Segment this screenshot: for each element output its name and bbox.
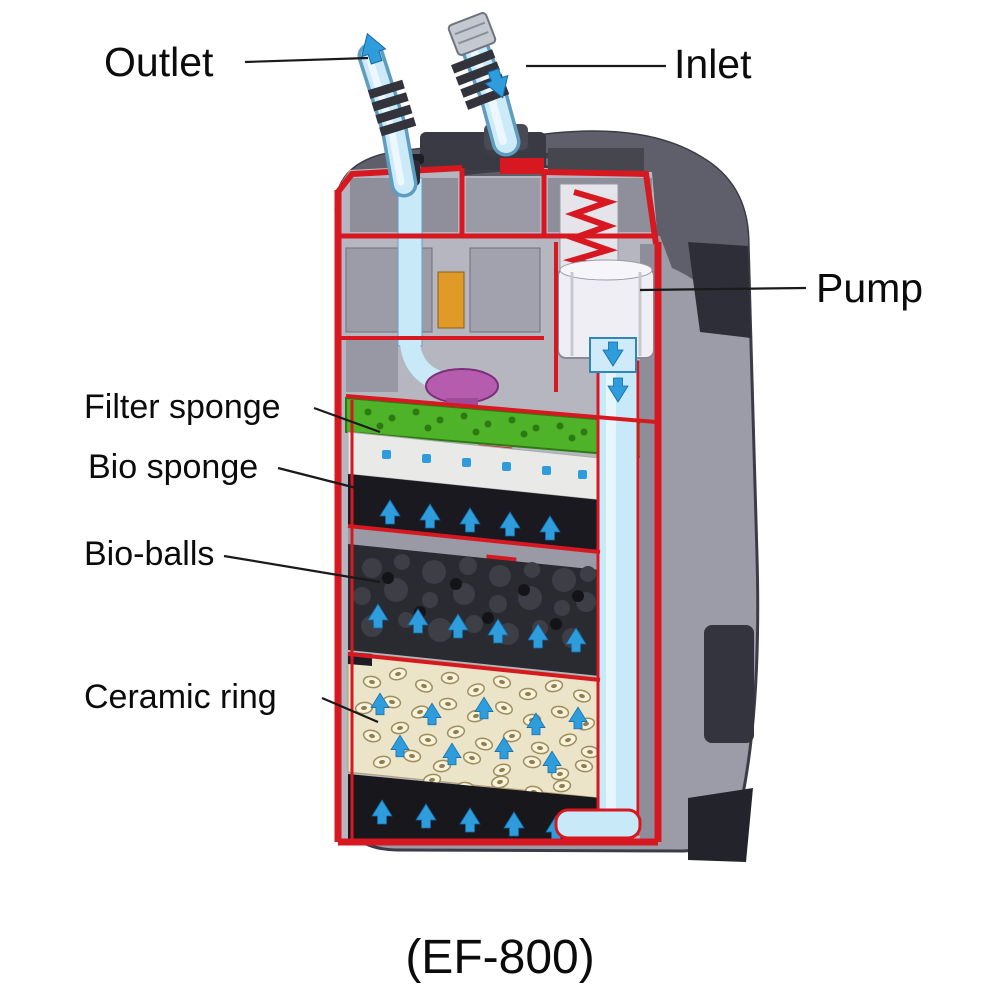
label-pump: Pump (816, 265, 924, 311)
inlet-fitting (447, 12, 532, 158)
right-mid-clamp (704, 625, 754, 743)
bio-balls-shadow (382, 572, 584, 630)
leader-bio-sponge (277, 466, 373, 494)
leader-lines (223, 56, 807, 724)
bio-balls-layer (348, 526, 600, 676)
bottom-foot (688, 788, 753, 862)
inner-right-wall (640, 244, 658, 842)
flow-marks (382, 450, 587, 479)
label-bio-sponge: Bio sponge (88, 448, 259, 486)
model-caption: (EF-800) (405, 931, 595, 984)
top-red-clip (500, 158, 544, 174)
leader-ceramic-ring (321, 696, 379, 724)
label-inlet: Inlet (674, 41, 752, 87)
bottom-channel (348, 774, 600, 842)
machinery-block-center (469, 247, 541, 333)
intake-down-tube (554, 360, 642, 840)
outlet-hose-ribs (367, 79, 417, 137)
leader-bio-balls (223, 554, 381, 584)
pump-assembly (557, 183, 655, 373)
label-filter-sponge: Filter sponge (84, 388, 281, 426)
leader-filter-sponge (313, 406, 381, 434)
tube-bottom-elbow (554, 808, 642, 840)
label-bio-balls: Bio-balls (84, 535, 215, 573)
label-ceramic-ring: Ceramic ring (84, 678, 277, 716)
leader-pump (639, 286, 807, 292)
machinery-block-lower (346, 340, 398, 392)
orange-component (437, 271, 465, 329)
cutaway-frame (334, 165, 662, 846)
leader-outlet (244, 56, 369, 64)
pump-spring (562, 189, 618, 271)
inlet-connector-nut (447, 12, 497, 56)
label-outlet: Outlet (104, 39, 214, 85)
outlet-internal-pipe (397, 177, 454, 394)
outlet-fitting (354, 29, 424, 198)
